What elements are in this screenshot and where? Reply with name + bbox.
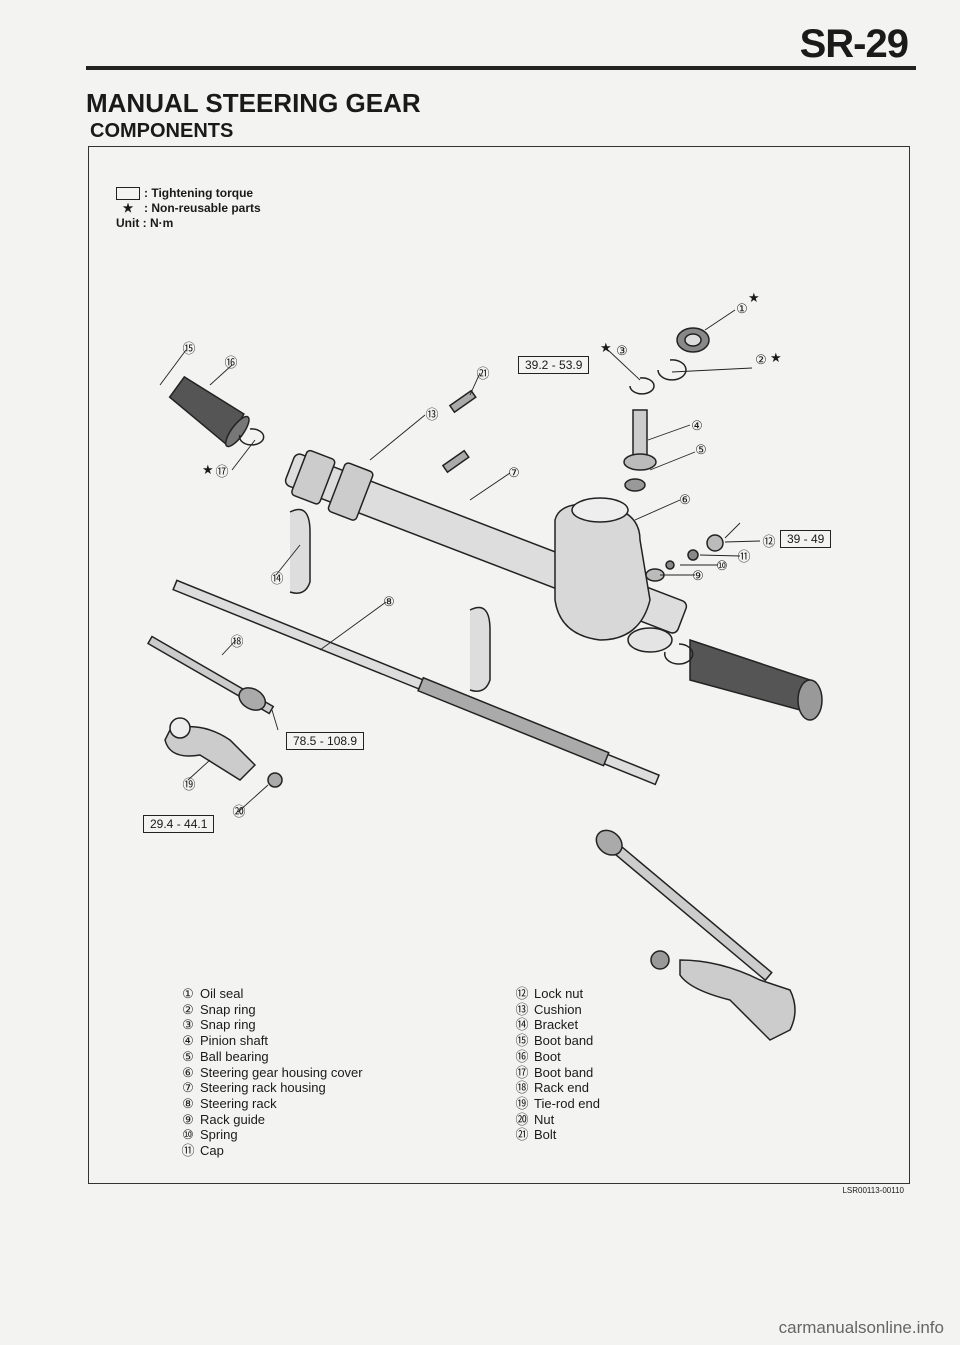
star-icon: ★	[748, 290, 760, 305]
page-code: SR-29	[799, 22, 909, 66]
oil-seal	[676, 327, 710, 353]
callout-13: ⑬	[425, 407, 439, 422]
callout-19: ⑲	[182, 777, 196, 792]
callout-1: ①	[736, 301, 748, 316]
callout-18: ⑱	[230, 634, 244, 649]
sub-title: COMPONENTS	[90, 120, 234, 142]
star-icon: ★	[770, 350, 782, 365]
watermark[interactable]: carmanualsonline.info	[778, 1318, 944, 1337]
callout-12: ⑫	[762, 534, 776, 549]
callout-2: ②	[755, 352, 767, 367]
callout-9: ⑨	[692, 568, 704, 583]
spring-10	[665, 560, 675, 570]
figure-reference-code: LSR00113-00110	[842, 1186, 904, 1195]
star-icon: ★	[600, 340, 612, 355]
torque-box-12: 39 - 49	[780, 530, 832, 548]
torque-box-icon	[116, 187, 140, 200]
tie-rod-end-right	[650, 950, 796, 1041]
callout-6: ⑥	[679, 492, 691, 507]
top-rule	[86, 66, 916, 70]
callout-17: ⑰	[215, 464, 229, 479]
bolt-13	[448, 389, 477, 414]
snap-ring-2	[657, 359, 687, 381]
legend-nonreusable-label: : Non-reusable parts	[144, 201, 261, 215]
callout-10: ⑩	[716, 558, 728, 573]
rack-end-right	[595, 829, 773, 982]
callout-15: ⑮	[182, 341, 196, 356]
rack-end-left	[146, 635, 275, 715]
callout-5: ⑤	[695, 442, 707, 457]
cap-11	[687, 549, 699, 561]
section-title: MANUAL STEERING GEAR	[86, 88, 421, 118]
steering-rack	[172, 579, 660, 786]
boot-right	[689, 638, 823, 721]
star-icon: ★	[122, 201, 134, 215]
lock-nut-12	[706, 534, 724, 552]
torque-box-20: 29.4 - 44.1	[143, 815, 215, 833]
gear-housing	[554, 497, 673, 653]
torque-box-18: 78.5 - 108.9	[286, 732, 365, 750]
callout-4: ④	[691, 418, 703, 433]
bolt-7	[441, 449, 470, 474]
callout-7: ⑦	[508, 465, 520, 480]
legend-unit-label: Unit : N·m	[116, 216, 174, 230]
callout-16: ⑯	[224, 355, 238, 370]
boot-band-ring	[663, 643, 694, 665]
legend-torque-label: : Tightening torque	[144, 186, 254, 200]
callout-20: ⑳	[232, 804, 246, 819]
boot-left	[168, 375, 250, 448]
torque-box-21: 39.2 - 53.9	[518, 356, 590, 374]
pinion-shaft	[623, 409, 657, 492]
star-icon: ★	[202, 462, 214, 477]
callout-3: ③	[616, 343, 628, 358]
bracket-lower	[469, 606, 491, 692]
legend: : Tightening torque ★ : Non-reusable part…	[116, 186, 261, 231]
callout-21: ㉑	[476, 366, 490, 381]
boot-band-17	[238, 428, 265, 446]
callout-11: ⑪	[737, 549, 751, 564]
bracket-upper	[289, 508, 311, 594]
tie-rod-end-left	[164, 717, 283, 788]
diagram-frame	[88, 146, 910, 1184]
callout-8: ⑧	[383, 594, 395, 609]
snap-ring-3	[629, 377, 655, 395]
callout-14: ⑭	[270, 571, 284, 586]
